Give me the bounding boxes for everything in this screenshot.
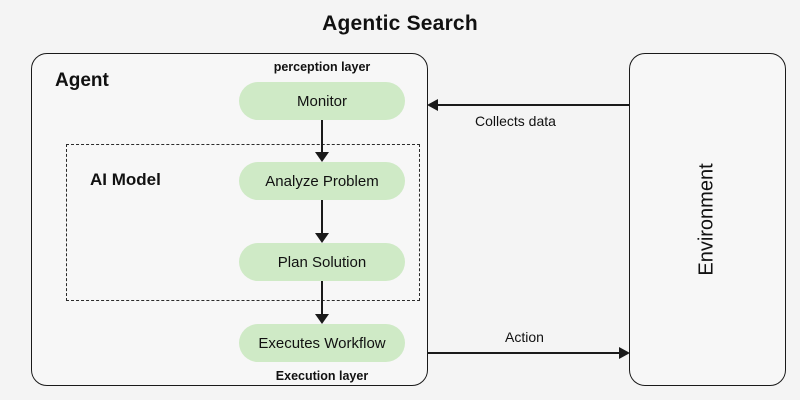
connector-monitor-to-analyze bbox=[321, 120, 323, 153]
edge-label-action: Action bbox=[505, 329, 544, 345]
node-plan-solution[interactable]: Plan Solution bbox=[239, 243, 405, 281]
edge-label-collects-data: Collects data bbox=[475, 113, 556, 129]
edge-collects-data bbox=[437, 104, 630, 106]
perception-layer-caption: perception layer bbox=[273, 60, 371, 74]
agent-label: Agent bbox=[55, 70, 109, 91]
node-executes-workflow[interactable]: Executes Workflow bbox=[239, 324, 405, 362]
connector-analyze-to-plan bbox=[321, 200, 323, 234]
edge-action bbox=[428, 352, 621, 354]
connector-plan-to-execute bbox=[321, 281, 323, 315]
page-title: Agentic Search bbox=[322, 12, 478, 35]
arrowhead-down-icon bbox=[315, 233, 329, 243]
arrowhead-down-icon bbox=[315, 314, 329, 324]
arrowhead-right-icon bbox=[619, 347, 630, 359]
ai-model-container bbox=[66, 144, 420, 301]
execution-layer-caption: Execution layer bbox=[275, 369, 369, 383]
node-monitor[interactable]: Monitor bbox=[239, 82, 405, 120]
environment-container bbox=[629, 53, 786, 386]
arrowhead-down-icon bbox=[315, 152, 329, 162]
arrowhead-left-icon bbox=[427, 99, 438, 111]
node-analyze-problem[interactable]: Analyze Problem bbox=[239, 162, 405, 200]
ai-model-label: AI Model bbox=[90, 170, 161, 189]
